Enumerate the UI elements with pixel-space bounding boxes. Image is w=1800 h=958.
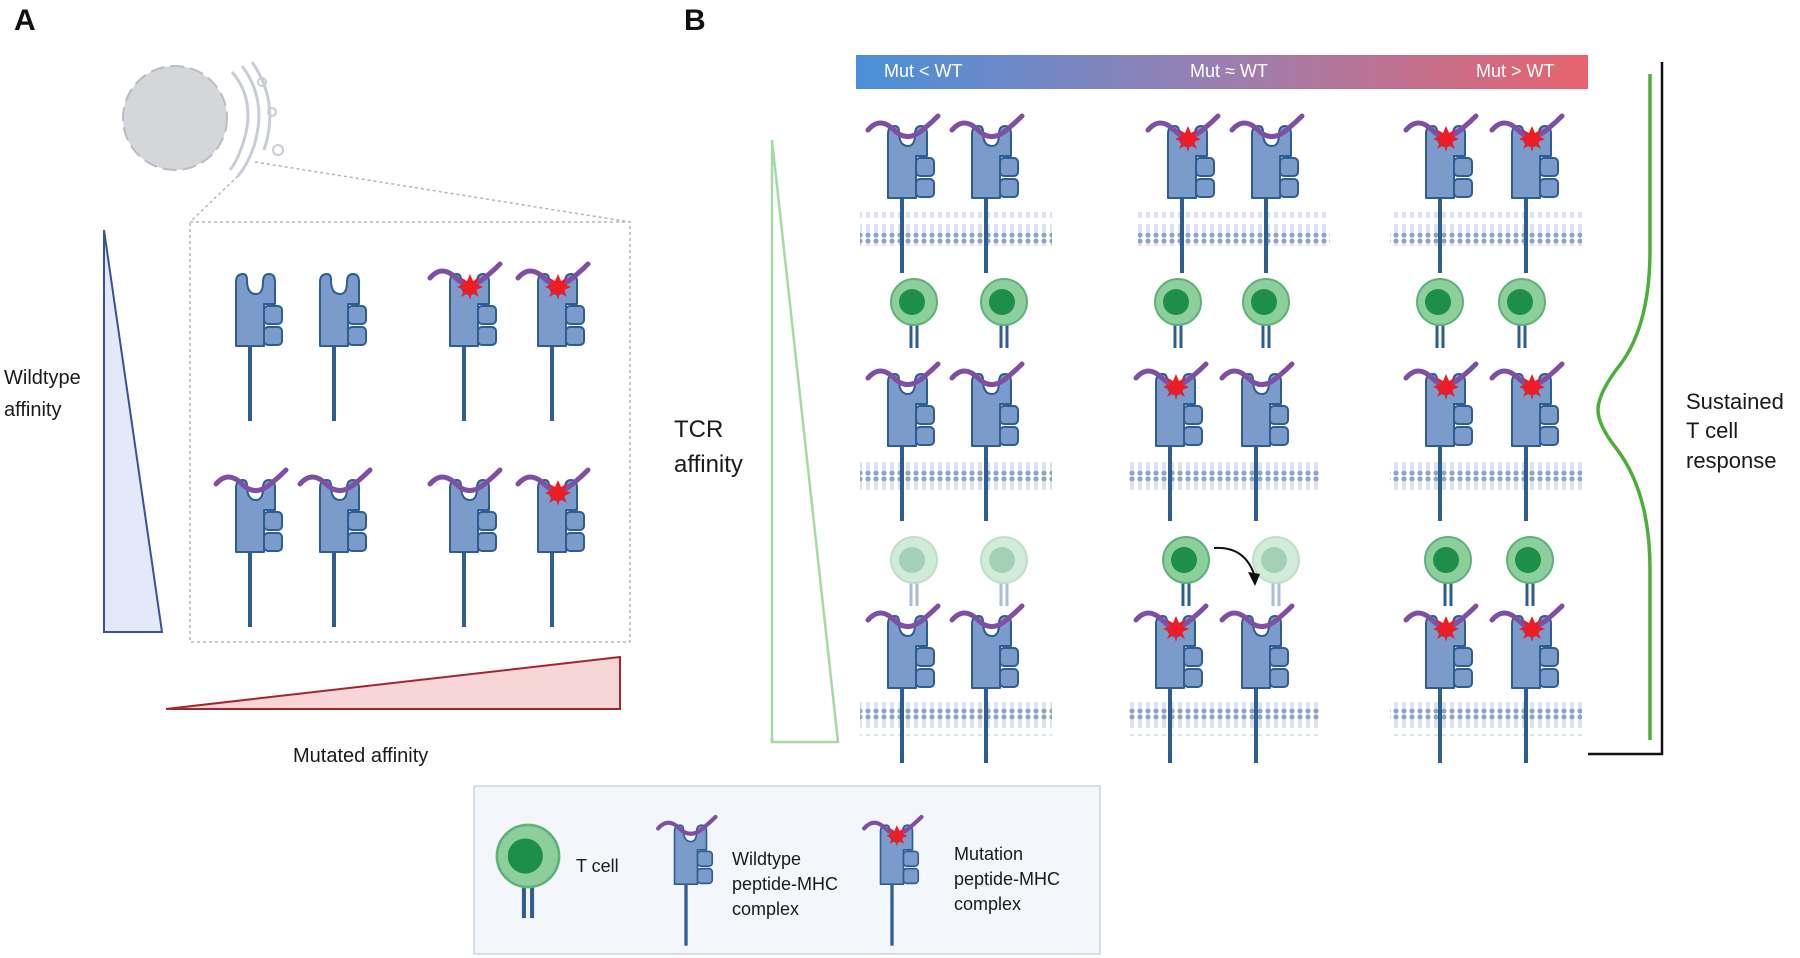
membrane xyxy=(1128,702,1320,736)
wildtype-pmhc xyxy=(216,470,286,629)
mutation-pmhc xyxy=(518,470,588,629)
mutation-pmhc xyxy=(1406,364,1476,523)
wildtype-affinity-label-line1: Wildtype xyxy=(4,367,81,389)
t-cell xyxy=(1415,277,1465,350)
t-cell-engaged xyxy=(1161,535,1211,608)
panel-b-row-2-tcells xyxy=(889,277,1547,350)
wildtype-pmhc xyxy=(868,116,938,275)
wildtype-pmhc xyxy=(868,606,938,765)
wildtype-pmhc xyxy=(952,364,1022,523)
panel-b-row-2 xyxy=(868,364,1562,523)
wildtype-pmhc xyxy=(952,116,1022,275)
t-cell-engaged xyxy=(1505,535,1555,608)
t-cell xyxy=(1241,277,1291,350)
wildtype-pmhc xyxy=(300,470,370,629)
mutation-pmhc xyxy=(1136,364,1206,523)
mutation-pmhc xyxy=(1492,116,1562,275)
membrane xyxy=(1138,212,1330,246)
legend-wildtype-line2: peptide-MHC xyxy=(732,874,838,894)
t-cell xyxy=(979,277,1029,350)
mutation-pmhc xyxy=(1492,606,1562,765)
mutation-pmhc xyxy=(1136,606,1206,765)
mutated-affinity-wedge xyxy=(165,655,621,710)
legend-wildtype-line1: Wildtype xyxy=(732,849,801,869)
t-cell-faded xyxy=(889,535,939,608)
membrane xyxy=(1128,460,1320,494)
mhc-empty xyxy=(318,272,368,423)
legend-wildtype-line3: complex xyxy=(732,899,799,919)
panel-a-mhc-grid xyxy=(216,264,588,629)
mutation-pmhc xyxy=(1492,364,1562,523)
mutation-pmhc xyxy=(430,264,500,423)
legend-mutation-line3: complex xyxy=(954,894,1021,914)
cell-illustration xyxy=(122,61,631,223)
header-mut-approx-wt: Mut ≈ WT xyxy=(1190,61,1268,81)
t-cell xyxy=(1153,277,1203,350)
t-cell-faded xyxy=(979,535,1029,608)
response-label-line1: Sustained xyxy=(1686,389,1784,414)
mutation-pmhc xyxy=(1406,116,1476,275)
mutation-ratio-header xyxy=(856,55,1588,89)
mutation-pmhc xyxy=(518,264,588,423)
panel-b-row-1 xyxy=(868,116,1562,275)
zoom-box xyxy=(189,221,631,643)
panel-label-b: B xyxy=(684,4,706,37)
membrane xyxy=(860,212,1052,246)
t-cell-faded xyxy=(1251,535,1301,608)
wildtype-pmhc xyxy=(952,606,1022,765)
legend-mutation-line2: peptide-MHC xyxy=(954,869,1060,889)
header-mut-greater-wt: Mut > WT xyxy=(1476,61,1555,81)
panel-label-a: A xyxy=(14,4,36,37)
membrane xyxy=(1390,212,1582,246)
membrane xyxy=(1390,702,1582,736)
t-cell-engaged xyxy=(1423,535,1473,608)
membrane xyxy=(860,460,1052,494)
wildtype-affinity-wedge xyxy=(103,229,164,633)
mutation-pmhc xyxy=(1406,606,1476,765)
membrane xyxy=(1390,460,1582,494)
t-cell xyxy=(889,277,939,350)
header-mut-less-wt: Mut < WT xyxy=(884,61,963,81)
legend-mutation-line1: Mutation xyxy=(954,844,1023,864)
tcr-affinity-wedge xyxy=(770,139,840,744)
wildtype-pmhc xyxy=(430,470,500,629)
tcr-affinity-label-line1: TCR xyxy=(674,416,723,443)
membranes xyxy=(860,212,1582,736)
response-label-line2: T cell xyxy=(1686,418,1738,443)
arrow-head xyxy=(1248,572,1260,586)
t-cell xyxy=(1497,277,1547,350)
response-label-line3: response xyxy=(1686,448,1777,473)
wildtype-pmhc xyxy=(1222,606,1292,765)
legend: T cell Wildtype peptide-MHC complex Muta… xyxy=(473,785,1101,955)
mutated-affinity-label: Mutated affinity xyxy=(293,745,428,767)
mhc-empty xyxy=(234,272,284,423)
serial-triggering-arrow xyxy=(1213,546,1255,575)
wildtype-pmhc xyxy=(1232,116,1302,275)
response-axis xyxy=(1588,62,1664,756)
response-curve xyxy=(1596,74,1652,740)
legend-t-cell-label: T cell xyxy=(576,856,619,876)
membrane xyxy=(860,702,1052,736)
panel-b-row-3 xyxy=(868,606,1562,765)
wildtype-affinity-label-line2: affinity xyxy=(4,399,61,421)
panel-b-row-3-tcells xyxy=(889,535,1555,608)
mutation-pmhc xyxy=(1148,116,1218,275)
wildtype-pmhc xyxy=(868,364,938,523)
tcr-affinity-label-line2: affinity xyxy=(674,451,743,478)
legend-box xyxy=(473,785,1101,955)
wildtype-pmhc xyxy=(1222,364,1292,523)
